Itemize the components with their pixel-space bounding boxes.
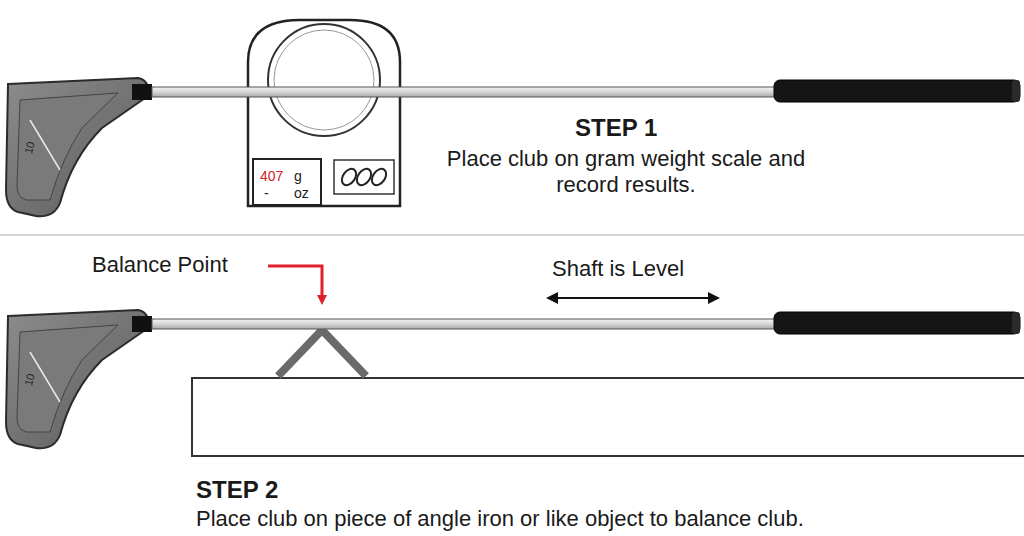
step-heading: STEP 1 xyxy=(575,114,657,143)
unit-label: g xyxy=(294,169,302,183)
gram-scale xyxy=(248,20,400,206)
scale-display: 407 g - oz xyxy=(252,158,322,206)
step-heading: STEP 2 xyxy=(196,476,278,505)
unit-label: - xyxy=(264,186,269,200)
golf-club xyxy=(6,310,1020,448)
pointer-arrow xyxy=(268,266,322,300)
bench xyxy=(192,378,1024,456)
callout-label: Balance Point xyxy=(92,252,228,278)
divider xyxy=(0,234,1024,236)
angle-iron xyxy=(278,330,366,376)
step-text: Place club on piece of angle iron or lik… xyxy=(196,506,804,532)
weight-value: 407 xyxy=(260,169,283,183)
unit-label: oz xyxy=(294,186,309,200)
step-text: Place club on gram weight scale and reco… xyxy=(446,146,806,199)
golf-club xyxy=(6,78,1020,216)
callout-label: Shaft is Level xyxy=(552,256,684,282)
level-arrow xyxy=(548,297,718,299)
